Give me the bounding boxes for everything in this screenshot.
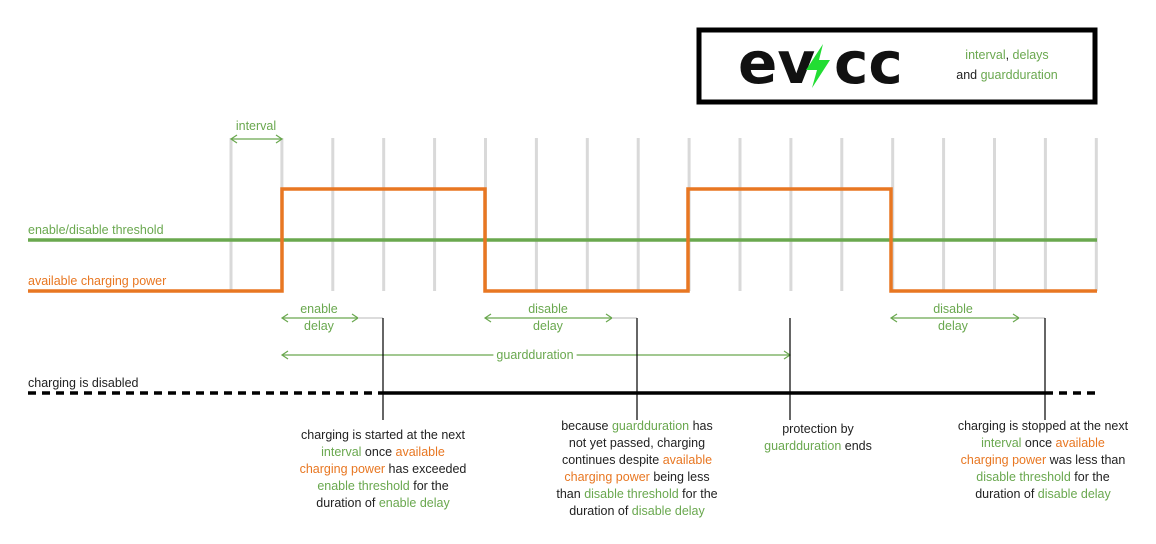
- caption-start-line: duration of enable delay: [316, 496, 450, 510]
- text-run: was less than: [1046, 453, 1125, 467]
- text-run: charging is stopped at the next: [958, 419, 1129, 433]
- text-run: guardduration: [764, 439, 841, 453]
- caption-stop-line: disable threshold for the: [976, 470, 1109, 484]
- text-run: disable threshold: [976, 470, 1071, 484]
- text-run: continues despite: [562, 453, 663, 467]
- text-run: disable delay: [1038, 487, 1112, 501]
- interval-span-arrow-head: [229, 134, 238, 144]
- power-label: available charging power: [28, 274, 166, 288]
- text-run: being less: [650, 470, 710, 484]
- caption-start-line: interval once available: [321, 445, 445, 459]
- threshold-label: enable/disable threshold: [28, 223, 164, 237]
- caption-start-line: charging is started at the next: [301, 428, 466, 442]
- text-run: delays: [1013, 48, 1049, 62]
- enable-delay-label-1: enable: [300, 302, 338, 316]
- interval-span-arrow: [229, 134, 284, 144]
- text-run: and: [956, 68, 980, 82]
- text-run: interval: [321, 445, 361, 459]
- text-run: charging power: [564, 470, 649, 484]
- disable-delay-1-label-1: disable: [528, 302, 568, 316]
- caption-start: charging is started at the next interval…: [300, 428, 467, 510]
- logo-text-left: ev: [738, 29, 815, 97]
- logo-subtitle-line2: and guardduration: [956, 68, 1058, 82]
- text-run: not yet passed, charging: [569, 436, 705, 450]
- disable-delay-1-arrow-head: [483, 313, 492, 323]
- text-run: for the: [410, 479, 449, 493]
- charging-disabled-label: charging is disabled: [28, 376, 139, 390]
- text-run: than: [556, 487, 584, 501]
- caption-start-line: charging power has exceeded: [300, 462, 467, 476]
- disable-delay-1-label-2: delay: [533, 319, 564, 333]
- text-run: charging power: [961, 453, 1046, 467]
- text-run: available: [396, 445, 445, 459]
- caption-guard-line: than disable threshold for the: [556, 487, 717, 501]
- caption-guard-line: duration of disable delay: [569, 504, 705, 518]
- caption-stop: charging is stopped at the next interval…: [958, 419, 1129, 501]
- text-run: enable delay: [379, 496, 451, 510]
- guardduration-label-backdrop: [493, 348, 577, 362]
- disable-delay-2-arrow-head: [889, 313, 898, 323]
- caption-stop-line: interval once available: [981, 436, 1105, 450]
- text-run: duration of: [569, 504, 632, 518]
- text-run: disable threshold: [584, 487, 679, 501]
- caption-stop-line: duration of disable delay: [975, 487, 1111, 501]
- power-line: [28, 187, 1097, 293]
- text-run: because: [561, 419, 612, 433]
- caption-protection-line: guardduration ends: [764, 439, 872, 453]
- logo-box: ev cc interval, delays and guardduration: [696, 27, 1098, 105]
- text-run: interval: [981, 436, 1021, 450]
- caption-guard-line: because guardduration has: [561, 419, 713, 433]
- caption-stop-line: charging power was less than: [961, 453, 1126, 467]
- caption-stop-line: charging is stopped at the next: [958, 419, 1129, 433]
- logo-text-right: cc: [834, 29, 903, 97]
- lightning-bolt-icon: [806, 44, 830, 88]
- text-run: has exceeded: [385, 462, 466, 476]
- text-run: charging power: [300, 462, 385, 476]
- enable-delay-label-2: delay: [304, 319, 335, 333]
- text-run: for the: [679, 487, 718, 501]
- text-run: guardduration: [612, 419, 689, 433]
- caption-start-line: enable threshold for the: [317, 479, 448, 493]
- disable-delay-2-label-1: disable: [933, 302, 973, 316]
- caption-guard-line: not yet passed, charging: [569, 436, 705, 450]
- caption-guard: because guardduration has not yet passed…: [556, 419, 717, 518]
- text-run: for the: [1071, 470, 1110, 484]
- guardduration-label: guardduration: [496, 348, 573, 362]
- text-run: enable threshold: [317, 479, 409, 493]
- text-run: duration of: [975, 487, 1038, 501]
- disable-delay-2-label-2: delay: [938, 319, 969, 333]
- caption-guard-line: charging power being less: [564, 470, 709, 484]
- interval-grid: [229, 138, 1098, 291]
- text-run: has: [689, 419, 713, 433]
- text-run: available: [1056, 436, 1105, 450]
- text-run: charging is started at the next: [301, 428, 466, 442]
- caption-protection-line: protection by: [782, 422, 854, 436]
- logo-subtitle-line1: interval, delays: [965, 48, 1048, 62]
- text-run: available: [663, 453, 712, 467]
- text-run: protection by: [782, 422, 854, 436]
- caption-protection-end: protection by guardduration ends: [764, 422, 872, 453]
- text-run: ,: [1006, 48, 1013, 62]
- enable-delay-arrow-head: [280, 313, 289, 323]
- guardduration-arrow-head: [280, 350, 289, 360]
- caption-guard-line: continues despite available: [562, 453, 712, 467]
- text-run: interval: [965, 48, 1005, 62]
- logo-frame: [696, 27, 1098, 105]
- text-run: guardduration: [981, 68, 1058, 82]
- text-run: duration of: [316, 496, 379, 510]
- delay-arrows: [280, 313, 1045, 360]
- interval-arrow: [229, 134, 284, 144]
- interval-span-arrow-head: [275, 134, 284, 144]
- text-run: once: [361, 445, 395, 459]
- interval-label: interval: [236, 119, 276, 133]
- text-run: ends: [841, 439, 872, 453]
- text-run: disable delay: [632, 504, 706, 518]
- text-run: once: [1021, 436, 1055, 450]
